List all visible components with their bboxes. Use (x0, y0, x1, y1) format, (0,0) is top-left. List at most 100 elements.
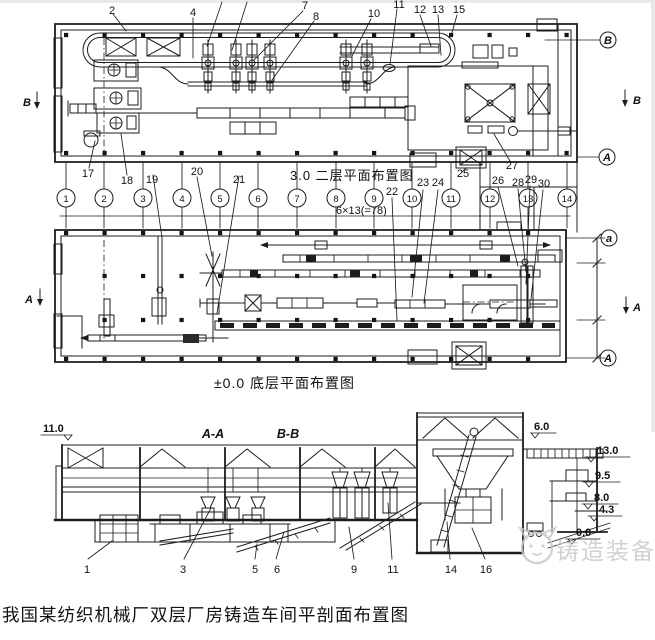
callout-label: 15 (453, 4, 465, 16)
upper-plan-title: 3.0 二层平面布置图 (290, 168, 414, 183)
section-mark-label: B (23, 97, 31, 109)
right-tall-equipment (520, 249, 563, 324)
section-mark-label: B (633, 95, 641, 107)
callout-label: 20 (191, 166, 203, 178)
callout-label: 22 (386, 186, 398, 198)
section-mark-B-left: B (23, 91, 40, 109)
elevation-label: 0.0 (576, 527, 591, 539)
hatch-block (536, 18, 558, 32)
row-marker-label: A (603, 353, 612, 365)
watermark: 铸造装备 (517, 525, 655, 565)
callout-label: 23 (417, 177, 429, 189)
section-mark-A-right: A (623, 296, 641, 314)
section-structure (53, 412, 608, 555)
bucket-elevator (430, 427, 479, 553)
big-hopper (432, 448, 514, 524)
ground-floor-plan: a A A A ±0.0 底层平面布置图 (24, 161, 641, 391)
callout-label: 16 (480, 564, 492, 576)
callout-label: 26 (492, 175, 504, 187)
row-marker-a: a (600, 229, 618, 247)
dark-block (183, 334, 199, 343)
callout-label: 6 (274, 564, 280, 576)
watermark-logo-icon (517, 525, 558, 565)
cross-sections: A-A B-B (40, 412, 631, 576)
callout-label: 14 (445, 564, 457, 576)
elevation-label: 6.0 (534, 421, 549, 433)
conveyor-line-4 (199, 294, 546, 312)
row-marker-label: B (604, 35, 612, 47)
callout-label: 13 (432, 4, 444, 16)
watermark-text: 铸造装备 (556, 538, 655, 564)
elevation-label: 8.0 (594, 492, 609, 504)
stair-x-symbol (105, 37, 551, 115)
callout-label: 7 (302, 0, 308, 12)
hatch-block (407, 349, 438, 365)
left-machine-block (67, 59, 142, 148)
window-band (53, 95, 63, 153)
callout-label: 17 (82, 168, 94, 180)
callout-label: 11 (393, 0, 404, 11)
callout-label: 8 (313, 11, 319, 23)
callout-label: 9 (351, 564, 357, 576)
section-title-bb: B-B (277, 427, 299, 441)
row-marker-A-lower: A (599, 349, 617, 367)
window-band (53, 243, 63, 275)
callout-label: 10 (368, 8, 380, 20)
page-edges (0, 0, 655, 432)
conveyor-line-5 (214, 320, 561, 331)
overhead-conveyor-loop (82, 32, 518, 87)
callout-label: 27 (506, 160, 518, 172)
right-dimension-line (565, 233, 606, 363)
grid-axis-label: 3 (140, 194, 145, 205)
figure-caption: 我国某纺织机械厂双层厂房铸造车间平剖面布置图 (2, 605, 409, 625)
hatch-block (409, 152, 437, 168)
conveyor-line-3 (199, 269, 541, 278)
section-mark-label: A (24, 294, 33, 306)
elevation-label: 4.3 (599, 504, 614, 516)
grid-axis-label: 6 (255, 194, 260, 205)
section-equipment (99, 427, 611, 553)
row-marker-B: B (544, 31, 617, 49)
row-marker-A: A (577, 148, 616, 166)
grid-axis-label: 12 (485, 194, 496, 205)
window-band (53, 37, 63, 89)
callout-label: 18 (121, 175, 133, 187)
grid-axis-label: 10 (407, 194, 418, 205)
callout-label: 2 (109, 5, 115, 17)
window-band (53, 313, 63, 349)
grid-axis-label: 13 (523, 194, 534, 205)
stair-x-symbol (451, 341, 487, 370)
section-mark-A-left: A (24, 288, 43, 306)
callout-label: 24 (432, 177, 444, 189)
grid-axis-label: 7 (294, 194, 299, 205)
elevation-label: 11.0 (43, 423, 64, 435)
vertical-machine-19 (151, 235, 167, 325)
callout-label: 29 (525, 174, 537, 186)
grid-bubbles (56, 188, 577, 208)
grid-dimension-text: 6×13(=78) (336, 205, 387, 217)
grid-axis-label: 8 (333, 194, 338, 205)
callout-label: 3 (180, 564, 186, 576)
callout-label: 1 (84, 564, 90, 576)
grid-axis-label: 9 (371, 194, 376, 205)
molding-stations (201, 39, 374, 94)
grid-axis-label: 2 (101, 194, 106, 205)
callout-label: 30 (538, 178, 550, 190)
callout-label: 4 (190, 7, 196, 19)
conveyor-line-1 (260, 240, 551, 250)
elevation-label: 13.0 (597, 445, 618, 457)
upper-floor-plan: 2 4 7 8 10 11 12 13 15 17 18 19 20 21 B … (23, 0, 641, 314)
elevation-marks: 11.0 6.0 13.0 9.5 8.0 4.3 0.0 (40, 421, 631, 545)
callout-label: 28 (512, 177, 524, 189)
section-title-aa: A-A (201, 427, 224, 441)
bottom-left-assembly (80, 298, 207, 343)
row-marker-label: a (606, 233, 612, 245)
grid-axis-label: 14 (562, 194, 573, 205)
row-marker-label: A (602, 152, 611, 164)
callout-label: 12 (414, 4, 426, 16)
callout-label: 21 (233, 174, 245, 186)
grid-axis-label: 1 (63, 194, 68, 205)
section-callout-leaders (87, 502, 486, 560)
